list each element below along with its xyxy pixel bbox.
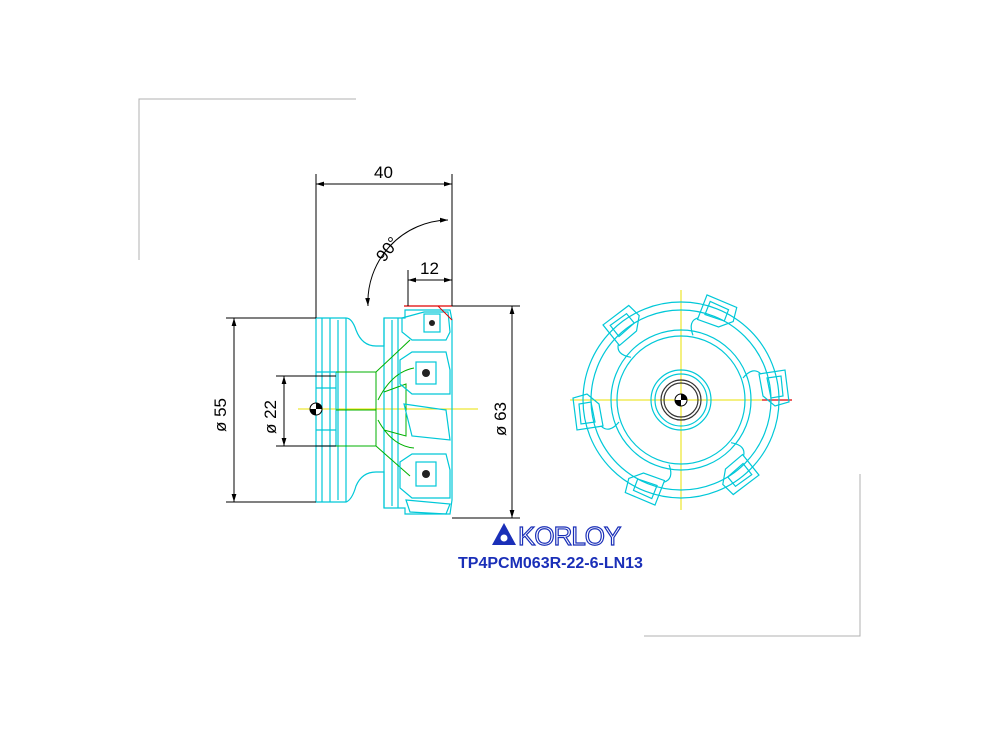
front-insert	[690, 294, 738, 336]
korloy-logo-icon	[492, 523, 516, 545]
dimension-shank-diameter-label: ø 55	[211, 398, 230, 432]
front-insert	[624, 464, 672, 506]
brand-name: KORLOY	[518, 521, 621, 551]
dimensions	[226, 174, 520, 519]
dimension-cutting-diameter-label: ø 63	[491, 402, 510, 436]
brand-logo: KORLOY	[492, 520, 623, 552]
dimension-length-label: 40	[374, 163, 393, 182]
frame-corner-bottom-right	[644, 474, 861, 637]
center-mark-side	[309, 402, 323, 416]
dimension-bore-diameter-label: ø 22	[261, 400, 280, 434]
front-view	[570, 290, 792, 510]
dimension-insert-width-label: 12	[420, 259, 439, 278]
front-insert	[742, 369, 790, 407]
frame-corner-top-left	[138, 98, 356, 260]
side-view	[298, 305, 478, 515]
center-mark-front	[674, 393, 688, 407]
front-insert	[572, 393, 620, 431]
front-inserts	[572, 294, 790, 506]
front-insert	[722, 442, 760, 496]
front-insert	[602, 304, 640, 358]
part-number: TP4PCM063R-22-6-LN13	[458, 555, 643, 572]
